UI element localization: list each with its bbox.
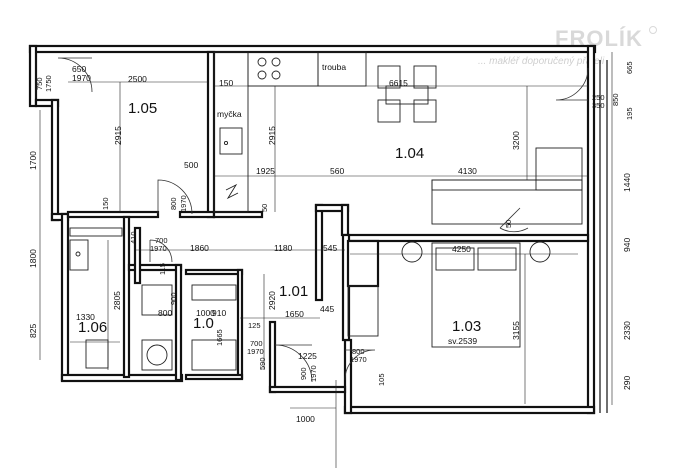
dim-940: 940 [622, 238, 632, 252]
dim-1665: 1665 [215, 329, 224, 346]
dim-1330: 1330 [76, 312, 95, 322]
dim-1000a: 1000 [196, 308, 215, 318]
dim-1000b: 1000 [296, 414, 315, 424]
dim-900a: 900 [169, 292, 178, 305]
dim-2915a: 2915 [113, 126, 123, 145]
balcony-edge [599, 60, 608, 413]
dim-825: 825 [28, 324, 38, 338]
dim-800a: 800 [169, 197, 178, 210]
dim-1970b: 1970 [179, 195, 188, 212]
dim-1970c: 1970 [150, 244, 167, 253]
entrance-door [274, 344, 376, 383]
dim-590: 590 [258, 357, 267, 370]
dim-410: 410 [129, 231, 138, 244]
dim-105: 105 [377, 373, 386, 386]
dim-500: 500 [184, 160, 198, 170]
dim-1925: 1925 [256, 166, 275, 176]
room-1-04-label: 1.04 [395, 145, 424, 162]
dim-650: 650 [72, 64, 86, 74]
room-1-05-door [57, 57, 193, 215]
dim-1650: 1650 [285, 309, 304, 319]
dim-545: 545 [323, 243, 337, 253]
logo-mark-icon [649, 26, 657, 34]
dim-1800: 1800 [28, 249, 38, 268]
balcony-door [555, 67, 589, 101]
room-1-01-label: 1.01 [279, 283, 308, 300]
dim-125: 125 [248, 321, 261, 330]
dishwasher-label: myčka [217, 109, 242, 119]
dimension-lines [35, 52, 613, 468]
dim-665: 665 [625, 61, 634, 74]
dim-2805: 2805 [112, 291, 122, 310]
dim-1225: 1225 [298, 351, 317, 361]
dim-6615: 6615 [389, 78, 408, 88]
dim-3155: 3155 [511, 321, 521, 340]
dim-50b: 50 [504, 220, 513, 228]
bedroom-door [499, 207, 529, 233]
dim-800c: 800 [352, 347, 365, 356]
dim-800b: 800 [158, 308, 172, 318]
room-1-02-label: 1.0 [193, 315, 214, 332]
dim-1180: 1180 [274, 243, 293, 253]
dim-445: 445 [320, 304, 334, 314]
dim-4250: 4250 [452, 244, 471, 254]
dim-3200: 3200 [511, 131, 521, 150]
dim-2920: 2920 [267, 291, 277, 310]
room-1-03-label: 1.03 [452, 318, 481, 335]
slogan-watermark: ... makléř doporučený přáteli [478, 56, 605, 67]
dim-2330: 2330 [622, 321, 632, 340]
dim-2500: 2500 [128, 74, 147, 84]
dim-2915b: 2915 [267, 126, 277, 145]
kitchen-counter [213, 51, 367, 213]
dim-290: 290 [622, 376, 632, 390]
dimension-labels: 650 1970 2500 150 6615 665 350 250 850 1… [28, 61, 634, 424]
oven-label: trouba [322, 62, 346, 72]
dim-250: 250 [592, 93, 605, 102]
dim-1970d: 1970 [247, 347, 264, 356]
bed-height-label: sv.2539 [448, 336, 477, 346]
dim-1440: 1440 [622, 173, 632, 192]
dim-1970f: 1970 [309, 365, 318, 382]
dim-350: 350 [592, 101, 605, 110]
dim-900b: 900 [299, 367, 308, 380]
storage-shelf [191, 284, 237, 371]
bed [401, 241, 551, 348]
dim-1750: 1750 [44, 75, 53, 92]
dim-195: 195 [625, 107, 634, 120]
interior-walls [66, 50, 590, 394]
dim-150a: 150 [219, 78, 233, 88]
dim-700b: 700 [250, 339, 263, 348]
dim-850: 850 [611, 93, 620, 106]
dim-50a: 50 [260, 204, 269, 212]
dim-560: 560 [330, 166, 344, 176]
dim-1970a: 1970 [72, 73, 91, 83]
dim-4130: 4130 [458, 166, 477, 176]
dim-1700: 1700 [28, 151, 38, 170]
dim-150b: 150 [101, 197, 110, 210]
room-1-06-label: 1.06 [78, 319, 107, 336]
dim-910: 910 [212, 308, 226, 318]
bathroom-door [149, 239, 173, 263]
dim-1970e: 1970 [350, 355, 367, 364]
dim-750: 750 [35, 77, 44, 90]
dining-table [377, 65, 437, 123]
dim-115: 115 [158, 263, 167, 275]
dim-700a: 700 [155, 236, 168, 245]
room-1-05-label: 1.05 [128, 100, 157, 117]
sofa [431, 147, 583, 225]
dim-1860: 1860 [190, 243, 209, 253]
